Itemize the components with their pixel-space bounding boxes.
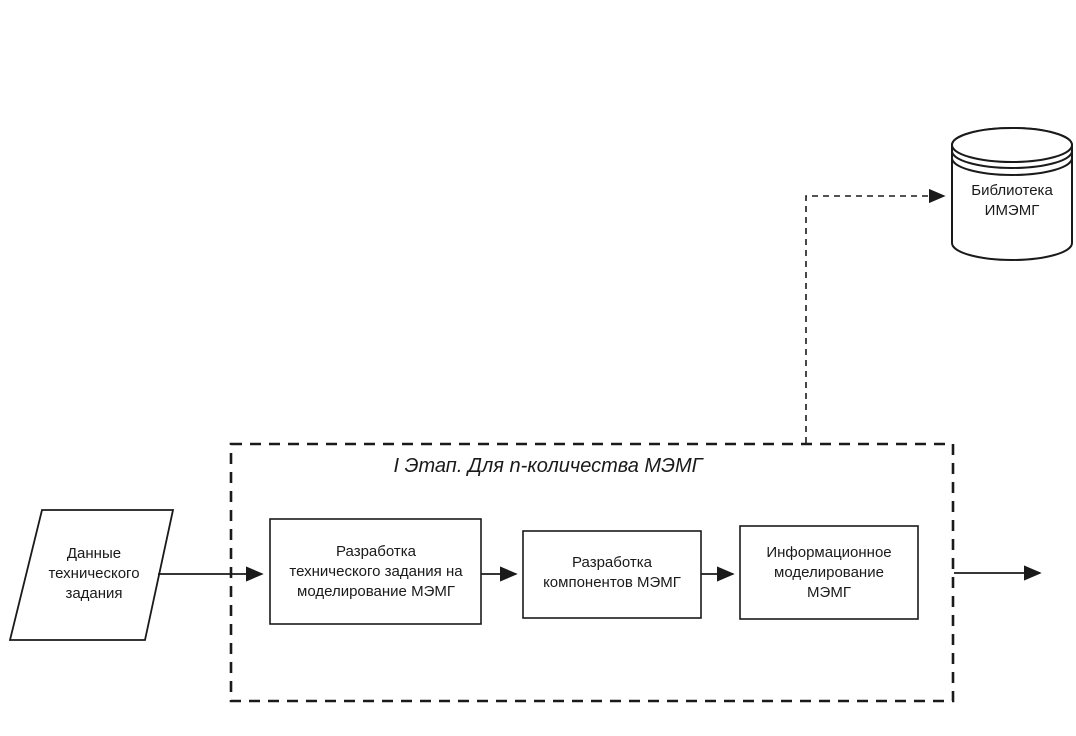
node-develop-components — [522, 530, 702, 619]
node-input-data — [8, 509, 175, 641]
node-library-cylinder — [951, 127, 1073, 261]
stage-group-border — [229, 442, 955, 703]
dashed-connector-to-library — [805, 188, 946, 443]
node-develop-spec — [269, 518, 482, 625]
node-info-modeling — [739, 525, 919, 620]
